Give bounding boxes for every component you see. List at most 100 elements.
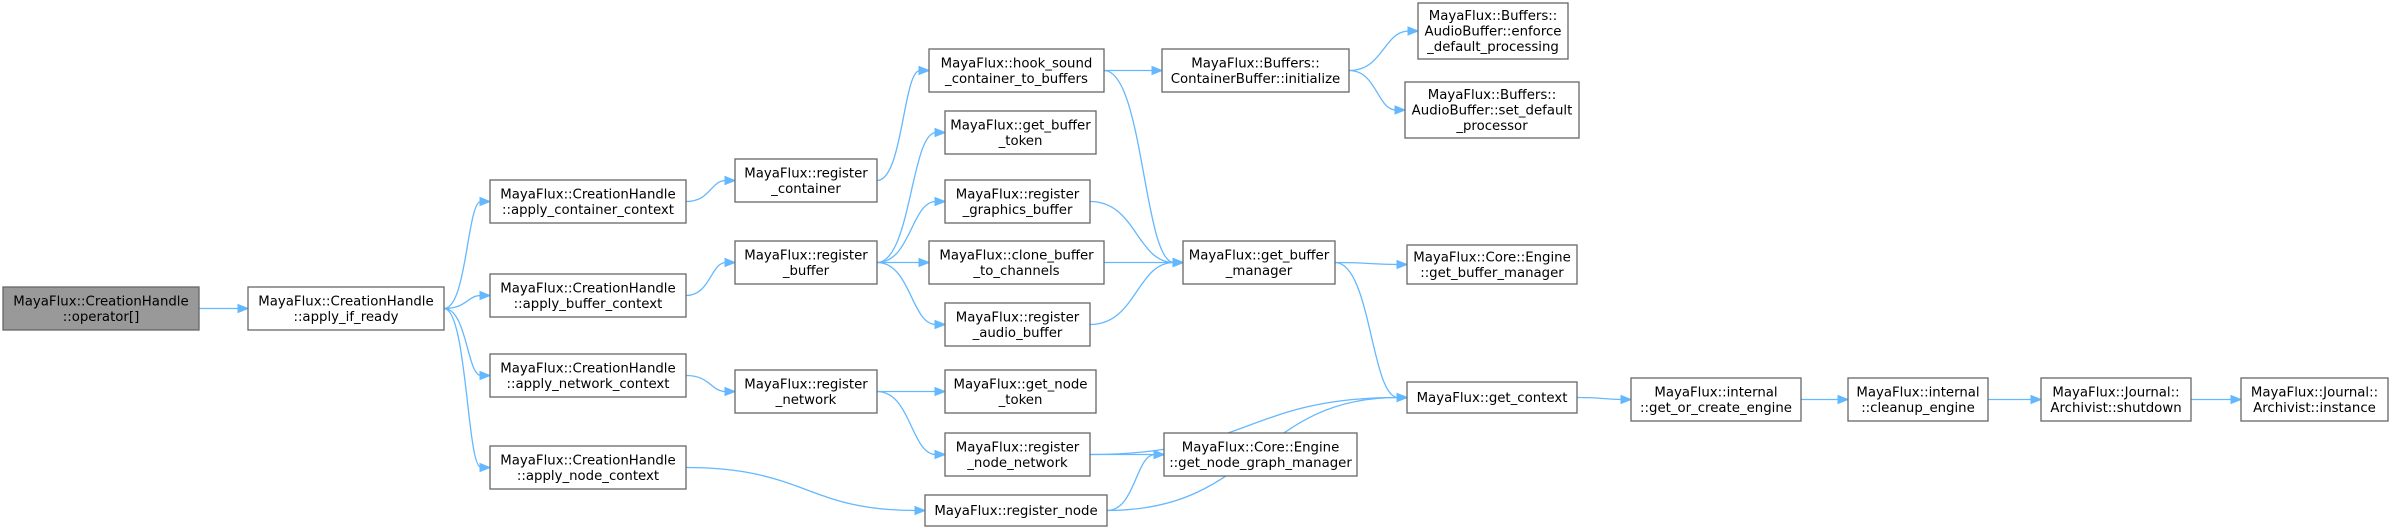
node-label-line: ::apply_node_context xyxy=(517,469,659,484)
edge-arrowhead xyxy=(1837,394,1850,405)
node-n3[interactable]: MayaFlux::CreationHandle::apply_buffer_c… xyxy=(489,273,687,318)
node-n8[interactable]: MayaFlux::register_network xyxy=(734,369,878,414)
node-n12[interactable]: MayaFlux::clone_buffer_to_channels xyxy=(928,240,1105,285)
node-box xyxy=(944,369,1097,414)
edge-n0-n1 xyxy=(199,303,250,314)
node-label-line: MayaFlux::CreationHandle xyxy=(500,187,675,202)
node-box xyxy=(1406,381,1578,414)
node-n16[interactable]: MayaFlux::register_node xyxy=(924,494,1108,527)
edge-line xyxy=(876,390,937,456)
node-box xyxy=(1404,81,1580,139)
edge-arrowhead xyxy=(1407,26,1420,36)
node-n6[interactable]: MayaFlux::register_container xyxy=(734,158,878,203)
node-n9[interactable]: MayaFlux::hook_sound_container_to_buffer… xyxy=(928,48,1105,93)
node-n26[interactable]: MayaFlux::Journal::Archivist::shutdown xyxy=(2040,377,2192,422)
edge-n1-n2 xyxy=(443,196,492,310)
node-label-line: MayaFlux::get_buffer xyxy=(1189,248,1330,263)
edge-n18-n23 xyxy=(1334,261,1409,403)
node-label-line: MayaFlux::CreationHandle xyxy=(500,453,675,468)
edge-line xyxy=(1106,453,1156,512)
node-box xyxy=(2240,377,2389,422)
node-box xyxy=(1630,377,1802,422)
node-label-line: Archivist::shutdown xyxy=(2050,401,2181,416)
node-label-line: MayaFlux::get_node xyxy=(954,377,1088,392)
node-n15[interactable]: MayaFlux::register_node_network xyxy=(944,432,1091,477)
node-n5[interactable]: MayaFlux::CreationHandle::apply_node_con… xyxy=(489,445,687,490)
edge-line xyxy=(443,307,482,469)
node-n25[interactable]: MayaFlux::internal::cleanup_engine xyxy=(1847,377,1989,422)
edge-n6-n9 xyxy=(876,65,931,182)
edge-line xyxy=(685,179,727,203)
edge-arrowhead xyxy=(1151,65,1164,76)
node-label-line: MayaFlux::register xyxy=(744,248,868,263)
node-n7[interactable]: MayaFlux::register_buffer xyxy=(734,240,878,285)
node-box xyxy=(1847,377,1989,422)
edge-arrowhead xyxy=(934,127,947,138)
node-n18[interactable]: MayaFlux::get_buffer_manager xyxy=(1182,240,1336,285)
node-n14[interactable]: MayaFlux::get_node_token xyxy=(944,369,1097,414)
node-label-line: _default_processing xyxy=(1426,40,1559,55)
node-n2[interactable]: MayaFlux::CreationHandle::apply_containe… xyxy=(489,179,687,224)
node-label-line: ::get_or_create_engine xyxy=(1640,401,1792,416)
node-label-line: MayaFlux::internal xyxy=(1856,385,1979,400)
node-label-line: ::get_buffer_manager xyxy=(1420,266,1564,281)
edge-line xyxy=(876,131,937,264)
node-n17[interactable]: MayaFlux::Buffers::ContainerBuffer::init… xyxy=(1161,48,1350,93)
node-n10[interactable]: MayaFlux::get_buffer_token xyxy=(944,110,1097,155)
edge-arrowhead xyxy=(2230,394,2243,405)
edge-n7-n13 xyxy=(876,261,947,330)
node-label-line: MayaFlux::Core::Engine xyxy=(1182,440,1340,455)
node-n1[interactable]: MayaFlux::CreationHandle::apply_if_ready xyxy=(247,286,445,331)
node-box xyxy=(928,240,1105,285)
node-box xyxy=(247,286,445,331)
edge-n7-n11 xyxy=(876,196,947,264)
node-n24[interactable]: MayaFlux::internal::get_or_create_engine xyxy=(1630,377,1802,422)
node-label-line: MayaFlux::internal xyxy=(1654,385,1777,400)
node-label-line: MayaFlux::register xyxy=(744,166,868,181)
node-n19[interactable]: MayaFlux::Core::Engine::get_node_graph_m… xyxy=(1163,432,1358,477)
node-box xyxy=(1406,244,1578,285)
node-n22[interactable]: MayaFlux::Core::Engine::get_buffer_manag… xyxy=(1406,244,1578,285)
edge-n8-n15 xyxy=(876,390,947,460)
edge-arrowhead xyxy=(934,319,947,330)
edge-line xyxy=(1089,396,1399,456)
node-label-line: AudioBuffer::enforce xyxy=(1425,25,1562,40)
edge-line xyxy=(876,200,937,264)
node-label-line: _node_network xyxy=(966,456,1068,471)
node-n0[interactable]: MayaFlux::CreationHandle::operator[] xyxy=(2,286,200,331)
node-n20[interactable]: MayaFlux::Buffers::AudioBuffer::enforce_… xyxy=(1417,2,1569,60)
edge-line xyxy=(685,261,727,297)
node-label-line: MayaFlux::Journal:: xyxy=(2251,385,2378,400)
node-box xyxy=(734,158,878,203)
node-label-line: MayaFlux::CreationHandle xyxy=(500,361,675,376)
node-n23[interactable]: MayaFlux::get_context xyxy=(1406,381,1578,414)
edge-n9-n18 xyxy=(1103,69,1185,268)
node-n21[interactable]: MayaFlux::Buffers::AudioBuffer::set_defa… xyxy=(1404,81,1580,139)
node-box xyxy=(944,179,1091,224)
edge-arrowhead xyxy=(934,196,947,207)
edge-arrowhead xyxy=(479,462,492,473)
edges-layer xyxy=(199,26,2243,516)
edge-line xyxy=(1089,261,1175,326)
node-box xyxy=(944,432,1091,477)
node-label-line: MayaFlux::register xyxy=(956,310,1080,325)
node-label-line: ContainerBuffer::initialize xyxy=(1171,72,1340,87)
node-box xyxy=(1161,48,1350,93)
node-n27[interactable]: MayaFlux::Journal::Archivist::instance xyxy=(2240,377,2389,422)
node-box xyxy=(489,273,687,318)
edge-arrowhead xyxy=(724,386,737,397)
node-box xyxy=(2,286,200,331)
node-label-line: MayaFlux::register_node xyxy=(934,504,1097,519)
edge-line xyxy=(443,307,482,377)
node-label-line: _graphics_buffer xyxy=(962,203,1073,218)
node-n11[interactable]: MayaFlux::register_graphics_buffer xyxy=(944,179,1091,224)
node-n13[interactable]: MayaFlux::register_audio_buffer xyxy=(944,302,1091,347)
node-box xyxy=(734,240,878,285)
node-label-line: MayaFlux::get_buffer xyxy=(950,118,1091,133)
edge-n5-n16 xyxy=(685,466,927,516)
node-label-line: _token xyxy=(998,393,1043,408)
node-n4[interactable]: MayaFlux::CreationHandle::apply_network_… xyxy=(489,353,687,398)
edge-line xyxy=(1348,69,1397,111)
edge-arrowhead xyxy=(724,257,737,268)
node-label-line: ::apply_if_ready xyxy=(293,310,398,325)
